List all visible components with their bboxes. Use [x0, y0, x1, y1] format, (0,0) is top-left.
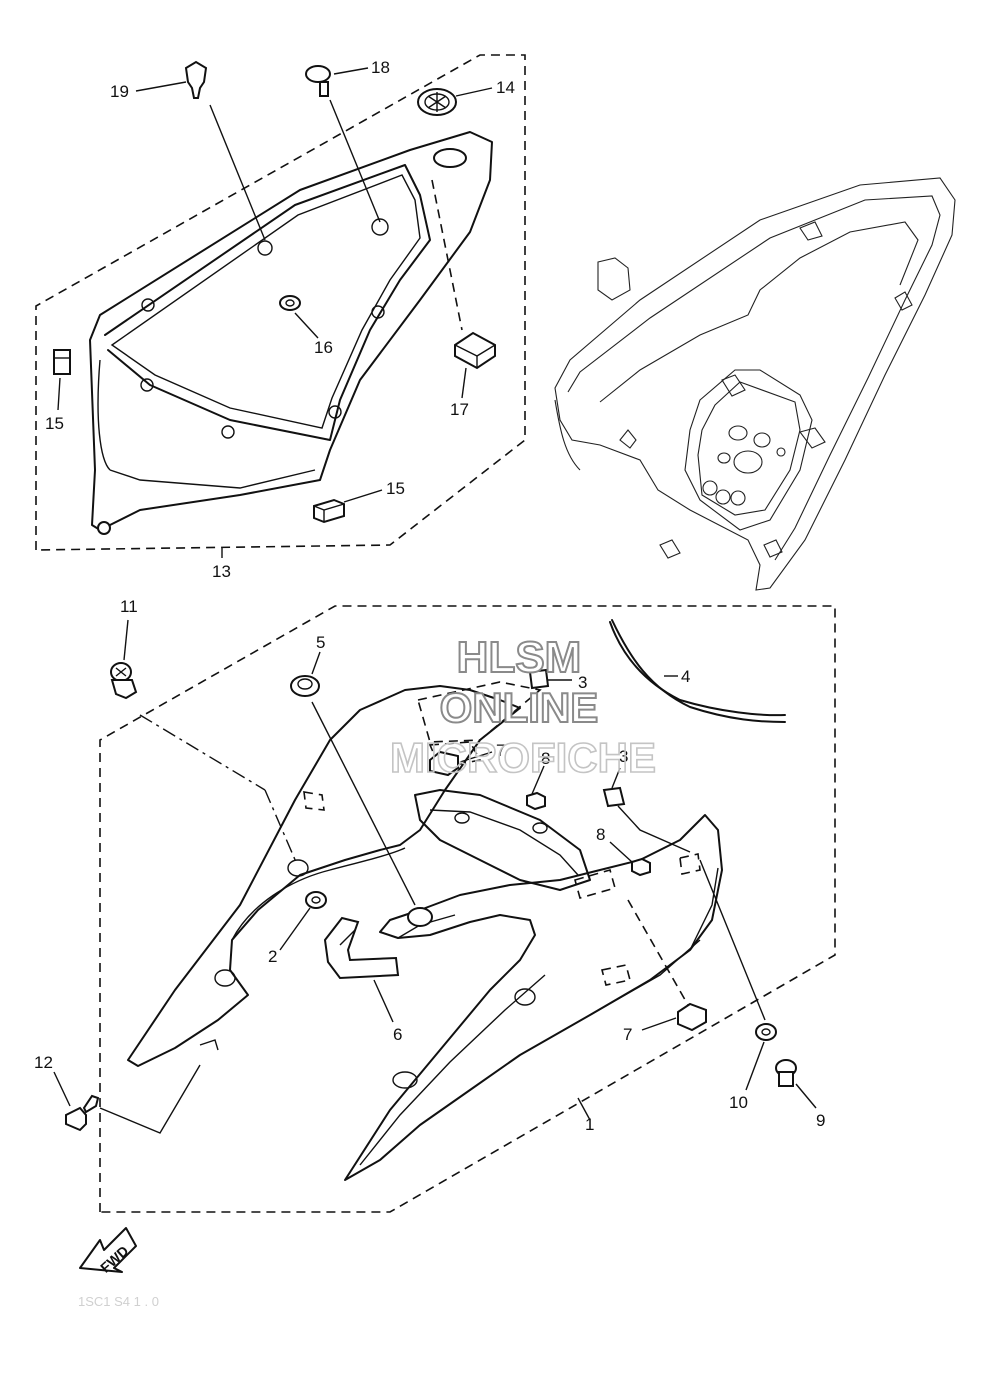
callout-label: 4: [681, 667, 690, 686]
watermark-line-1: HLSM: [457, 633, 582, 682]
duct-6: [323, 916, 400, 980]
rear-frame-ghost: [554, 177, 956, 591]
lower-small-parts: [65, 662, 797, 1134]
strip-4: [609, 619, 786, 723]
callout-label: 10: [729, 1093, 748, 1112]
callout-label: 14: [496, 78, 515, 97]
callout-label: 17: [450, 400, 469, 419]
callout-label: 1: [585, 1115, 594, 1134]
watermark: HLSM ONLINE MICROFICHE: [389, 632, 657, 782]
callout-label: 13: [212, 562, 231, 581]
callout-label: 7: [623, 1025, 632, 1044]
callout-label: 5: [316, 633, 325, 652]
callout-label: 11: [120, 597, 138, 616]
callout-label: 2: [268, 947, 277, 966]
callout-label: 15: [386, 479, 405, 498]
callout-label: 3: [619, 747, 628, 766]
leader-lines: [53, 67, 817, 1121]
upper-small-parts: [53, 60, 496, 524]
callout-label: 7: [496, 741, 505, 760]
callout-label: 3: [578, 673, 587, 692]
watermark-line-2: ONLINE: [440, 684, 599, 731]
callout-label: 6: [393, 1025, 402, 1044]
callout-label: 19: [110, 82, 129, 101]
upper-assembly-boundary: [35, 54, 526, 551]
side-cover-13: [89, 131, 493, 535]
callout-label: 9: [816, 1111, 825, 1130]
callout-label: 18: [371, 58, 390, 77]
diagram-reference-code: 1SC1 S4 1 . 0: [78, 1294, 159, 1309]
callout-label: 15: [45, 414, 64, 433]
callout-labels: 1 2 3 3 4 5 6 7 7 8 8 9 10 11 12 13 14 1…: [34, 58, 825, 1134]
callout-label: 8: [541, 749, 550, 768]
lower-assembly-boundary: [99, 605, 836, 1213]
callout-label: 16: [314, 338, 333, 357]
forward-direction-arrow: FWD: [79, 1227, 137, 1276]
callout-label: 8: [596, 825, 605, 844]
watermark-line-3: MICROFICHE: [390, 734, 656, 781]
callout-label: 12: [34, 1053, 53, 1072]
